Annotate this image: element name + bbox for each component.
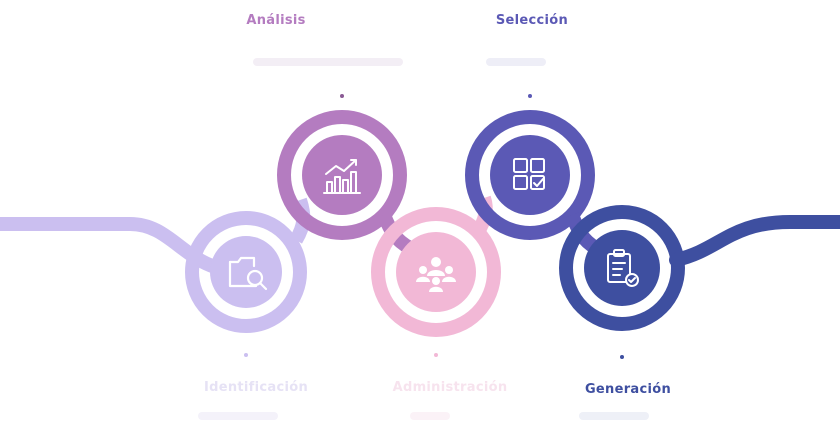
ring-analisis (277, 110, 407, 240)
step-title-analisis: Análisis (246, 13, 306, 28)
node-analisis (302, 135, 382, 215)
ring-identificacion (185, 211, 307, 333)
step-title-identificacion: Identificación (203, 380, 309, 395)
clipboard-check-icon (607, 249, 639, 287)
connector-dot-analisis (340, 94, 344, 98)
connector-dot-identificacion (244, 353, 248, 357)
step-description-identificacion (198, 412, 278, 420)
people-group-icon (416, 257, 456, 292)
node-identificacion (210, 236, 282, 308)
step-description-generacion (579, 412, 649, 420)
grid-check-icon (513, 158, 545, 190)
ring-seleccion (465, 110, 595, 240)
path-segment-out (669, 215, 840, 267)
step-title-generacion: Generación (584, 382, 672, 397)
ring-generacion (559, 205, 685, 331)
search-folder-icon (228, 256, 268, 291)
step-description-seleccion (486, 58, 546, 66)
connector-dot-administracion (434, 353, 438, 357)
ring-administracion (371, 207, 501, 337)
step-title-administracion: Administración (392, 380, 508, 395)
step-description-administracion (410, 412, 450, 420)
step-title-seleccion: Selección (495, 13, 569, 28)
step-description-analisis (253, 58, 403, 66)
bar-chart-icon (323, 159, 361, 194)
connector-dot-seleccion (528, 94, 532, 98)
node-seleccion (490, 135, 570, 215)
connector-dot-generacion (620, 355, 624, 359)
